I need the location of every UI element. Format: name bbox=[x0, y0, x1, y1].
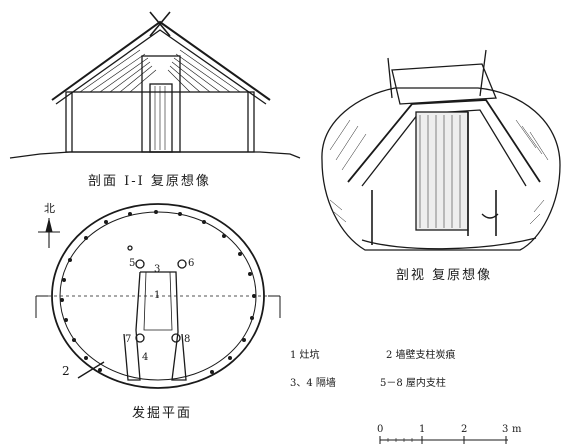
section-elevation-drawing bbox=[9, 11, 301, 159]
cutaway-caption: 剖视 复原想像 bbox=[396, 268, 493, 283]
plan-label-7: 7 bbox=[125, 334, 132, 345]
scale-bar bbox=[379, 436, 508, 444]
north-label: 北 bbox=[44, 202, 55, 215]
legend-item-4: 5－8 屋内支柱 bbox=[380, 378, 446, 389]
plan-label-3: 3 bbox=[154, 264, 161, 275]
plan-label-5: 5 bbox=[129, 258, 136, 269]
legend-item-2: 2 墙壁支柱炭痕 bbox=[386, 350, 456, 361]
plan-label-2: 2 bbox=[62, 364, 70, 378]
north-arrow-icon bbox=[38, 218, 60, 248]
legend-item-3: 3、4 隔墙 bbox=[290, 378, 336, 389]
scale-tick-2: 2 bbox=[461, 424, 468, 435]
plan-label-1: 1 bbox=[154, 290, 161, 301]
scale-tick-1: 1 bbox=[419, 424, 426, 435]
scale-tick-3: 3 bbox=[502, 424, 509, 435]
scale-unit: m bbox=[512, 424, 522, 435]
plan-label-8: 8 bbox=[184, 334, 191, 345]
excavation-plan-drawing bbox=[35, 203, 281, 389]
cutaway-perspective-drawing bbox=[321, 49, 561, 251]
legend-item-1: 1 灶坑 bbox=[290, 350, 320, 361]
plan-caption: 发掘平面 bbox=[132, 406, 193, 421]
plan-label-6: 6 bbox=[188, 258, 195, 269]
plan-label-4: 4 bbox=[142, 352, 149, 363]
scale-tick-0: 0 bbox=[377, 424, 384, 435]
section-caption: 剖面 Ⅰ-Ⅰ 复原想像 bbox=[88, 174, 211, 189]
